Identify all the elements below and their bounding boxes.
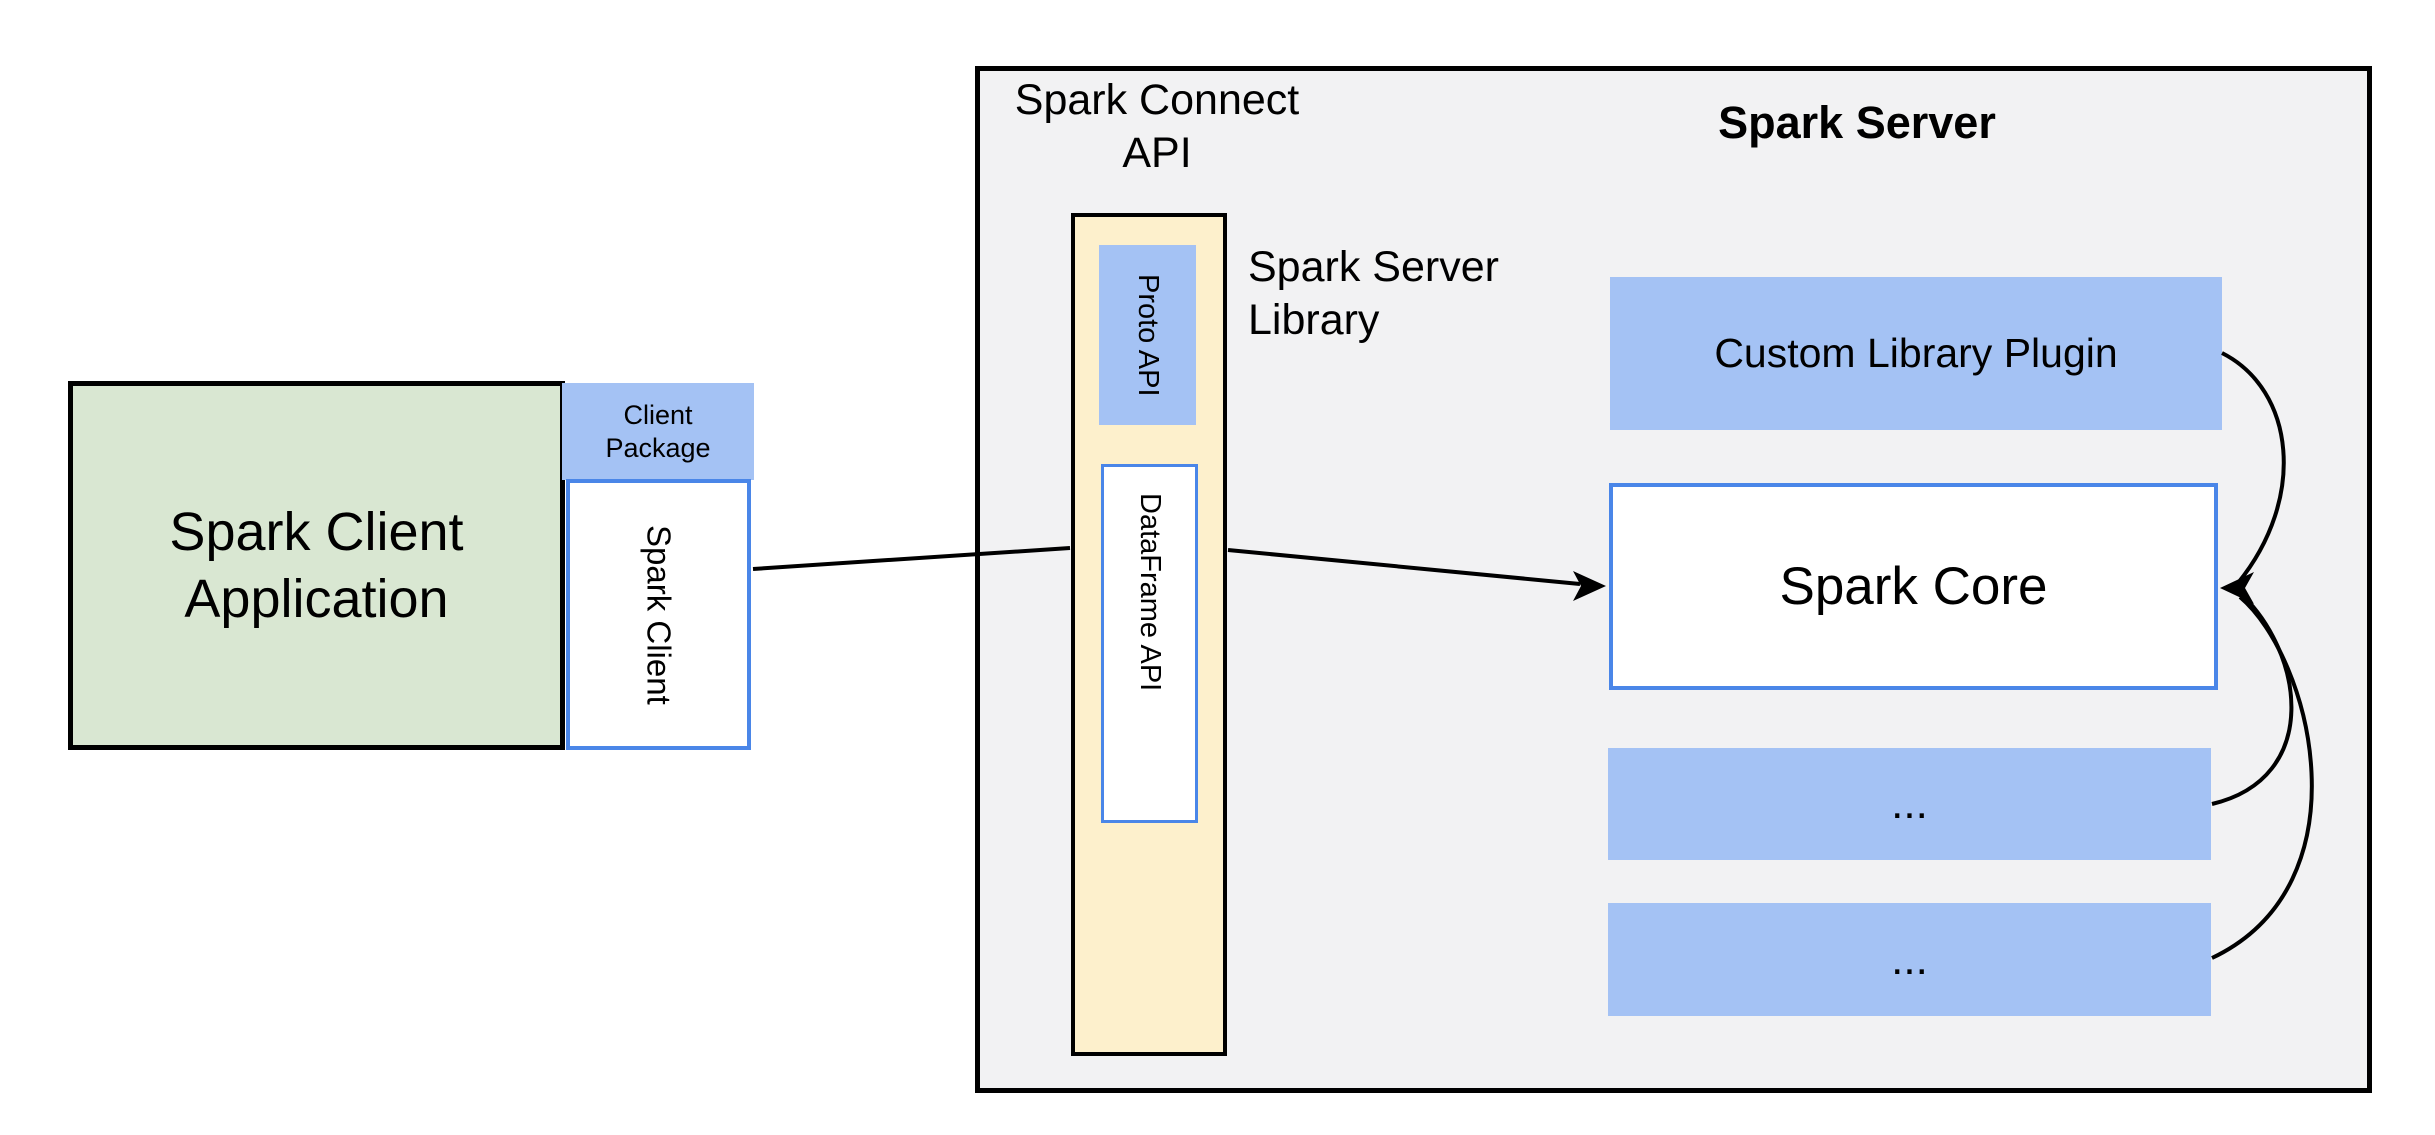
spark-client-application-label-line1: Spark Client — [169, 501, 464, 562]
spark-server-library-label: Spark Server Library — [1248, 241, 1608, 347]
spark-connect-api-title-line1: Spark Connect — [1014, 76, 1300, 124]
spark-connect-api-title-line2: API — [1122, 129, 1192, 177]
dataframe-api-label: DataFrame API — [1134, 493, 1166, 692]
spark-core-box: Spark Core — [1609, 483, 2218, 690]
client-package-box: Client Package — [562, 383, 754, 480]
spark-client-box: Spark Client — [566, 479, 751, 750]
custom-library-plugin-box: Custom Library Plugin — [1610, 277, 2222, 430]
server-module-box-2: ... — [1608, 903, 2211, 1016]
spark-server-library-label-line2: Library — [1248, 296, 1380, 344]
spark-client-label: Spark Client — [640, 524, 678, 705]
spark-client-application-box: Spark Client Application — [68, 381, 565, 750]
proto-api-box: Proto API — [1099, 245, 1196, 425]
server-module-ellipsis-2: ... — [1891, 934, 1928, 984]
server-module-ellipsis-1: ... — [1891, 779, 1928, 828]
spark-server-title: Spark Server — [1718, 97, 1996, 148]
proto-api-label: Proto API — [1132, 273, 1164, 397]
spark-client-application-label-line2: Application — [184, 568, 449, 629]
spark-connect-api-title: Spark Connect API — [957, 74, 1357, 180]
client-package-label-line1: Client — [623, 399, 693, 430]
client-package-label-line2: Package — [605, 432, 711, 463]
spark-client-application-label: Spark Client Application — [169, 499, 463, 633]
spark-server-library-label-line1: Spark Server — [1248, 243, 1499, 291]
spark-core-label: Spark Core — [1779, 557, 2048, 616]
client-package-label: Client Package — [605, 399, 710, 465]
dataframe-api-box: DataFrame API — [1101, 464, 1198, 823]
server-module-box-1: ... — [1608, 748, 2211, 860]
custom-library-plugin-label: Custom Library Plugin — [1714, 330, 2118, 376]
